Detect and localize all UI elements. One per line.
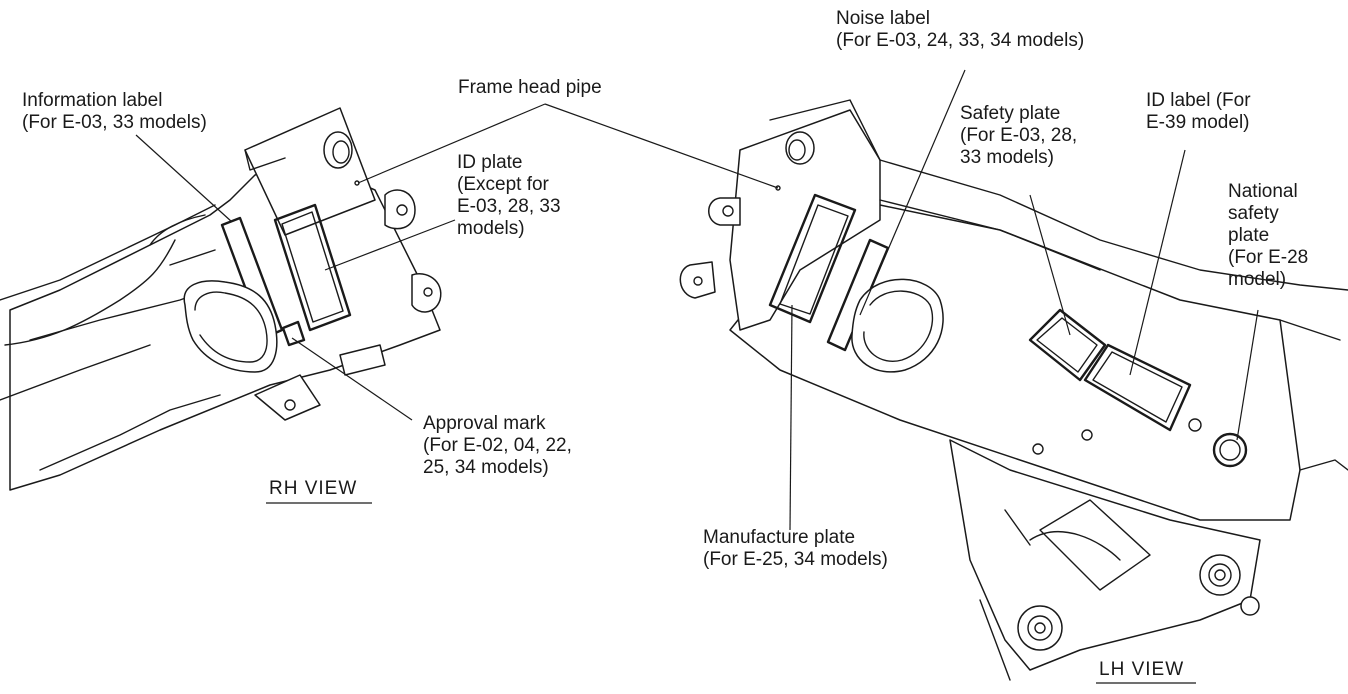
approval-mark-callout: Approval mark (For E-02, 04, 22, 25, 34 …	[423, 413, 572, 479]
id-label-callout: ID label (For E-39 model)	[1146, 90, 1251, 134]
manufacture-plate-title: Manufacture plate	[703, 527, 856, 548]
id-plate-callout: ID plate (Except for E-03, 28, 33 models…	[457, 152, 561, 240]
national-safety-line-5: model)	[1228, 269, 1287, 290]
leader-safety-plate	[1029, 194, 1071, 336]
safety-plate-line-3: 33 models)	[960, 147, 1054, 168]
frame-head-pipe-callout: Frame head pipe	[458, 77, 602, 99]
approval-mark-line-3: 25, 34 models)	[423, 457, 549, 478]
national-safety-line-2: safety	[1228, 203, 1279, 224]
id-label-title: ID label (For	[1146, 90, 1251, 111]
safety-plate-callout: Safety plate (For E-03, 28, 33 models)	[960, 103, 1077, 169]
id-label-line-2: E-39 model)	[1146, 112, 1250, 133]
safety-plate-line-2: (For E-03, 28,	[960, 125, 1078, 146]
leader-approval-mark	[291, 337, 413, 421]
leader-lines	[135, 69, 1259, 531]
manufacture-plate-callout: Manufacture plate (For E-25, 34 models)	[703, 527, 888, 571]
national-safety-line-1: National	[1228, 181, 1298, 202]
information-label-title: Information label	[22, 90, 163, 111]
national-safety-plate-callout: National safety plate (For E-28 model)	[1228, 181, 1308, 291]
lh-view-frame	[679, 99, 1348, 681]
leader-information-label	[135, 134, 233, 223]
noise-label-title: Noise label	[836, 8, 930, 29]
leader-frame-head-pipe-lh	[544, 103, 779, 189]
id-plate-line-4: models)	[457, 218, 525, 239]
national-safety-line-4: (For E-28	[1228, 247, 1309, 268]
approval-mark-line-2: (For E-02, 04, 22,	[423, 435, 572, 456]
rh-view-title: RH VIEW	[269, 478, 358, 499]
leader-manufacture-plate	[789, 304, 793, 531]
leader-frame-head-pipe-rh	[357, 103, 546, 184]
id-plate-title: ID plate	[457, 152, 523, 173]
safety-plate-title: Safety plate	[960, 103, 1061, 124]
rh-view-frame	[0, 107, 442, 491]
leader-id-plate	[324, 219, 456, 271]
leader-national-safety-plate	[1236, 309, 1259, 441]
approval-mark-title: Approval mark	[423, 413, 546, 434]
leader-id-label	[1129, 149, 1186, 376]
lh-view-title: LH VIEW	[1099, 659, 1185, 680]
leader-noise-label	[859, 69, 966, 316]
national-safety-line-3: plate	[1228, 225, 1270, 246]
noise-label-models: (For E-03, 24, 33, 34 models)	[836, 30, 1085, 51]
frame-head-pipe-title: Frame head pipe	[458, 77, 602, 98]
id-plate-line-2: (Except for	[457, 174, 549, 195]
information-label-callout: Information label (For E-03, 33 models)	[22, 90, 207, 134]
information-label-models: (For E-03, 33 models)	[22, 112, 207, 133]
noise-label-callout: Noise label (For E-03, 24, 33, 34 models…	[836, 8, 1084, 52]
id-plate-line-3: E-03, 28, 33	[457, 196, 561, 217]
manufacture-plate-models: (For E-25, 34 models)	[703, 549, 888, 570]
